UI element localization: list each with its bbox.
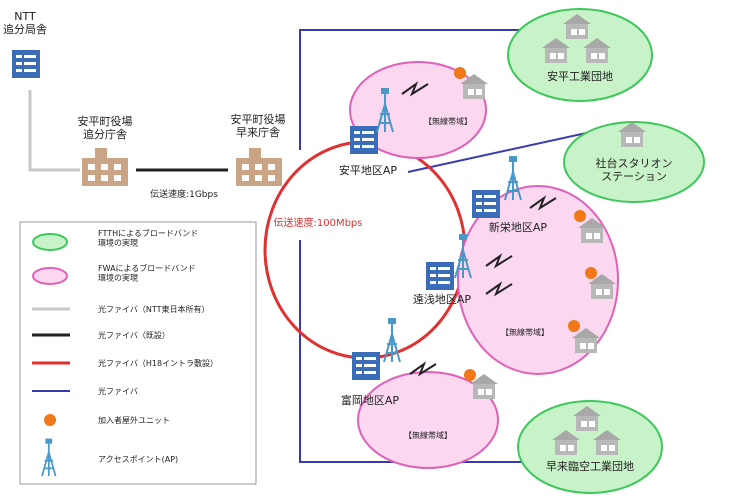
fiber-line-north: [299, 29, 530, 150]
abira-subscriber-unit-icon: [454, 67, 466, 79]
legend-ftth-label: FTTHによるブロードバンド環境の実現: [98, 228, 198, 248]
legend-box: [19, 221, 257, 485]
link-speed-1g-label: 伝送速度:1Gbps: [150, 188, 218, 200]
ap-shinei-antenna-icon: [504, 155, 522, 201]
abira-industrial-label: 安平工業団地: [547, 69, 613, 83]
ap-tomioka-wireless-label: 【無線帯域】: [404, 430, 452, 440]
legend-intra-fiber-label: 光ファイバ（H18イントラ敷設）: [98, 358, 218, 368]
ring-speed-label: 伝送速度:100Mbps: [274, 216, 363, 229]
hayakita-industrial-label: 早来臨空工業団地: [546, 459, 634, 473]
legend-access-point-label: アクセスポイント(AP): [98, 455, 178, 464]
ap-tomioka-label: 富岡地区AP: [341, 393, 400, 407]
ap-shinei-label: 新栄地区AP: [489, 220, 548, 234]
shinei-subscriber-unit-icon-3: [568, 320, 580, 332]
legend-subscriber-unit-label: 加入者屋外ユニット: [98, 415, 170, 425]
legend-ntt-fiber-label: 光ファイバ（NTT東日本所有）: [98, 304, 209, 314]
ap-toasa-label: 遠浅地区AP: [413, 293, 472, 306]
ntt-server-icon: [12, 50, 40, 78]
legend-fiber-label: 光ファイバ: [98, 386, 138, 396]
legend-subscriber-unit-icon: [44, 414, 56, 426]
town-hayakita-building-icon: [236, 148, 282, 186]
ap-abira-label: 安平地区AP: [339, 163, 398, 177]
shinei-subscriber-unit-icon-2: [585, 267, 597, 279]
ap-abira-wireless-label: 【無線帯域】: [424, 116, 472, 126]
tomioka-subscriber-unit-icon: [464, 369, 476, 381]
ftth-zone-hayakita: [517, 400, 663, 494]
ntt-fiber-line: [28, 90, 80, 172]
fwa-zone-tomioka: [357, 371, 499, 469]
ap-tomioka-antenna-icon: [383, 317, 401, 363]
ftth-zone-abira: [507, 8, 653, 102]
shinei-subscriber-unit-icon-1: [574, 210, 586, 222]
legend-fwa-swatch: [32, 267, 68, 285]
shadai-station-label: 社台スタリオンステーション: [596, 156, 673, 183]
town-branch-building-icon: [82, 148, 128, 186]
ap-abira-server-icon: [350, 126, 378, 154]
ap-toasa-server-icon: [426, 262, 454, 290]
legend-existing-fiber-label: 光ファイバ（既設）: [98, 330, 170, 340]
fwa-zone-abira: [349, 61, 487, 159]
ap-shinei-wireless-label: 【無線帯域】: [501, 327, 549, 337]
ftth-zone-stallion: [563, 121, 705, 203]
fiber-line-stallion: [407, 129, 601, 173]
town-hayakita-label: 安平町役場早来庁舎: [231, 112, 286, 139]
ap-shinei-server-icon: [472, 190, 500, 218]
legend: FTTHによるブロードバンド環境の実現 FWAによるブロードバンド環境の実現 光…: [19, 221, 257, 485]
legend-ftth-swatch: [32, 233, 68, 251]
town-branch-label: 安平町役場追分庁舎: [78, 114, 133, 141]
ap-tomioka-server-icon: [352, 352, 380, 380]
legend-fwa-label: FWAによるブロードバンド環境の実現: [98, 263, 196, 283]
